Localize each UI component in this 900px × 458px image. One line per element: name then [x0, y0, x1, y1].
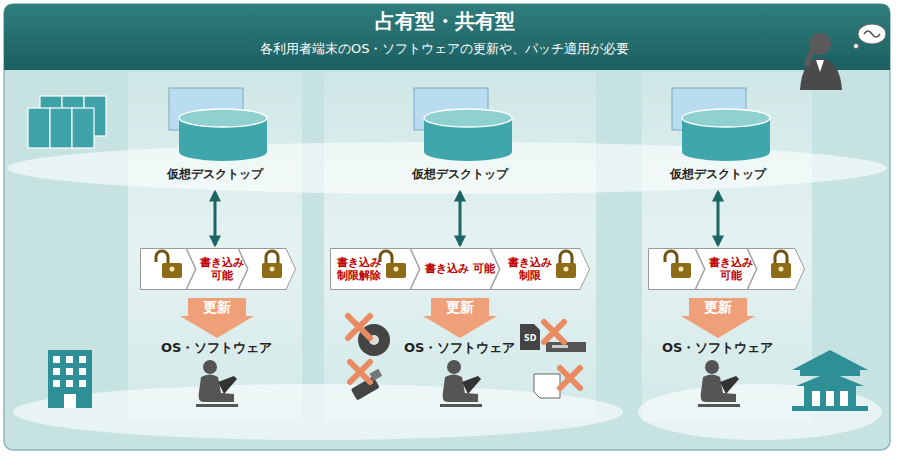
lock-shackle [156, 251, 168, 264]
os-label: OS・ソフトウェア [662, 339, 773, 357]
cylinder-top [424, 109, 512, 127]
os-label: OS・ソフトウェア [161, 339, 272, 357]
public-building-icon [792, 350, 868, 411]
lock-body [386, 263, 406, 278]
lower-ellipse [638, 384, 882, 440]
lock-keyhole [394, 267, 399, 272]
chevron-shape [140, 248, 196, 290]
lock-shackle [665, 251, 677, 264]
lock-body [556, 263, 576, 278]
chevron-step [140, 248, 196, 290]
lock-body [671, 263, 691, 278]
node-text: 書き込み 制限解除 [334, 248, 384, 290]
lock-shackle [266, 251, 278, 264]
administrator-icon [800, 24, 886, 90]
lock-keyhole [170, 267, 175, 272]
lock-shackle [380, 251, 392, 264]
lock-keyhole [270, 267, 275, 272]
node-text: 更新 [180, 299, 254, 317]
column-band [324, 72, 596, 422]
node-text: 書き込み 制限 [500, 248, 560, 290]
os-label: OS・ソフトウェア [404, 339, 515, 357]
down-arrow [681, 298, 755, 338]
write-state-step: 書き込み 制限解除 [330, 248, 420, 290]
chevron-outline [331, 249, 420, 290]
user-icon [196, 360, 238, 407]
lock-body [771, 263, 791, 278]
server-icon [28, 96, 106, 148]
user-icon [440, 360, 482, 407]
update-arrow: 更新 [681, 298, 755, 338]
down-arrow [423, 298, 497, 338]
lock-body [162, 263, 182, 278]
sd-card-icon [520, 324, 540, 350]
node-text: 仮想デスクトップ [155, 166, 275, 183]
chevron-outline [491, 249, 590, 290]
double-arrow [214, 192, 217, 245]
chevron-outline [411, 249, 500, 290]
update-arrow: 更新 [180, 298, 254, 338]
title: 占有型・共有型 [0, 8, 890, 35]
node-text: 書き込み 可能 [198, 248, 246, 290]
lock-keyhole [564, 267, 569, 272]
write-state-step: 書き込み 制限 [490, 248, 590, 290]
node-text: 書き込み 可能 [707, 248, 755, 290]
column-band [642, 72, 812, 422]
write-state-step: 書き込み 可能 [186, 248, 248, 290]
office-building-icon [48, 350, 92, 408]
lock-body [262, 263, 282, 278]
virtual-desktop: 仮想デスクトップ [155, 86, 275, 186]
lower-ellipse [13, 384, 623, 440]
subtitle: 各利用者端末のOS・ソフトウェアの更新や、パッチ適用が必要 [260, 40, 629, 58]
update-arrow: 更新 [423, 298, 497, 338]
virtual-desktop: 仮想デスクトップ [658, 86, 778, 186]
chevron-shape [648, 248, 705, 290]
paper-icon [534, 374, 560, 398]
lock-shackle [560, 251, 572, 264]
double-arrow [459, 192, 462, 245]
lock-shackle [775, 251, 787, 264]
panel [4, 4, 890, 450]
virtual-desktop: 仮想デスクトップ [400, 86, 520, 186]
cylinder-top [682, 109, 770, 127]
chevron-outline [696, 249, 757, 290]
desktop-icon [400, 86, 520, 166]
node-text: 仮想デスクトップ [658, 166, 778, 183]
double-arrow [717, 192, 720, 245]
cylinder-top [179, 109, 267, 127]
desktop-icon [658, 86, 778, 166]
down-arrow [180, 298, 254, 338]
node-text: 更新 [681, 299, 755, 317]
user-icon [698, 360, 740, 407]
write-state-step: 書き込み 可能 [695, 248, 757, 290]
chevron-step [648, 248, 705, 290]
lock-keyhole [679, 267, 684, 272]
chevron-outline [187, 249, 248, 290]
write-state-step: 書き込み 可能 [410, 248, 500, 290]
card-label: SD [524, 334, 536, 343]
node-text: 書き込み 可能 [422, 248, 498, 290]
desktop-icon [155, 86, 275, 166]
node-text: 更新 [423, 299, 497, 317]
node-text: 仮想デスクトップ [400, 166, 520, 183]
column-band [128, 72, 302, 422]
chevron-outline [141, 249, 196, 290]
lock-keyhole [779, 267, 784, 272]
chevron-outline [649, 249, 705, 290]
